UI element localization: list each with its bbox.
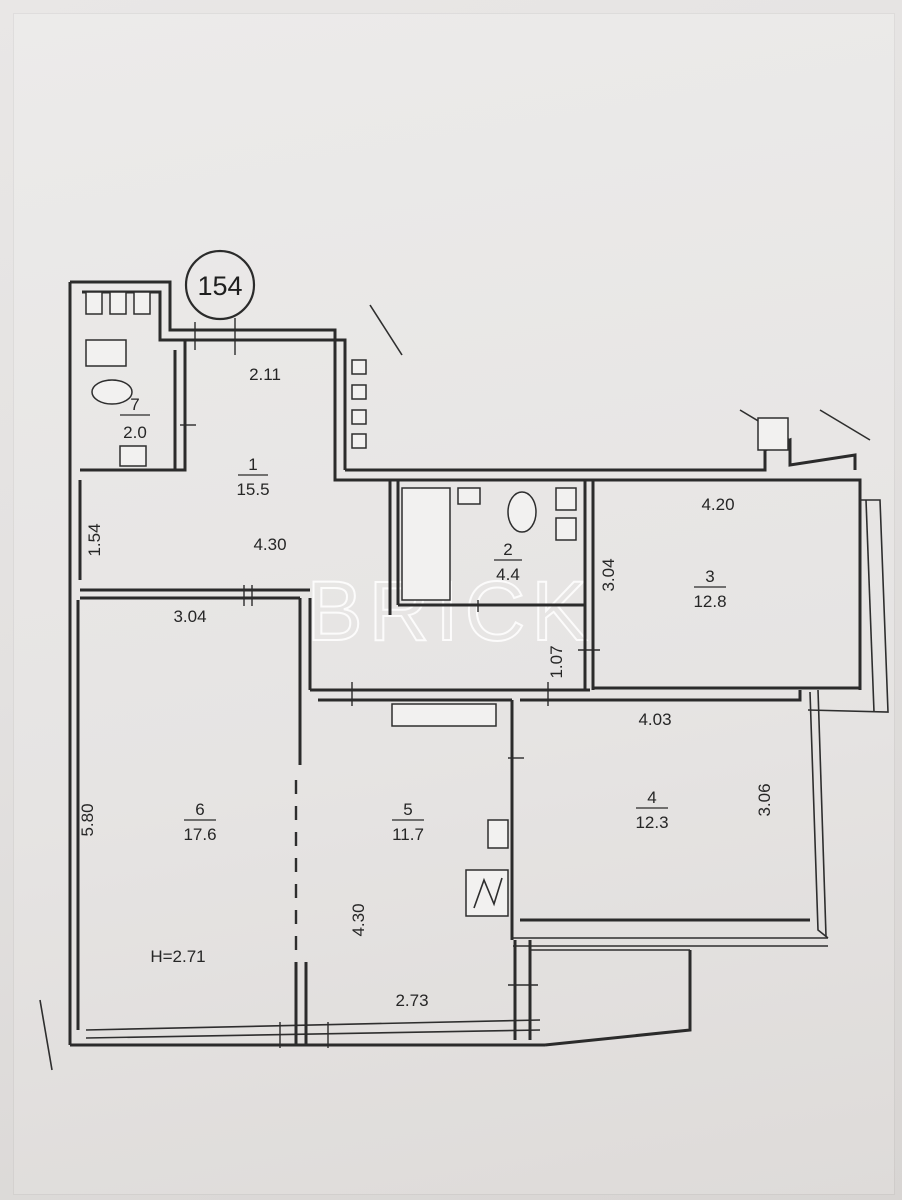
interior-walls — [76, 340, 860, 1045]
shaft-a — [351, 359, 367, 375]
vent-shaft-2 — [109, 291, 127, 315]
room-6-area: 17.6 — [183, 825, 216, 844]
room-7-area: 2.0 — [123, 423, 147, 442]
room-7-number: 7 — [130, 395, 139, 414]
vent-shaft-1 — [85, 291, 103, 315]
bath-tap — [457, 487, 481, 505]
balcony-walls — [513, 499, 889, 947]
room-labels: 1 15.5 2 4.4 3 12.8 4 12.3 5 11.7 6 17.6… — [120, 395, 727, 844]
room-3-number: 3 — [705, 567, 714, 586]
shaft-d — [351, 433, 367, 449]
kitchen-counter — [391, 703, 497, 727]
stove-icon — [465, 869, 509, 917]
dim-3-04-left: 3.04 — [173, 607, 206, 626]
shaft-c — [351, 409, 367, 425]
room-5-number: 5 — [403, 800, 412, 819]
wc-drain — [119, 445, 147, 467]
dimension-ticks — [180, 318, 600, 1048]
room-2-area: 4.4 — [496, 565, 520, 584]
dimension-labels: 2.11 4.30 1.54 3.04 4.20 3.04 1.07 4.03 … — [78, 365, 774, 1010]
dim-4-30-bottom: 4.30 — [349, 903, 368, 936]
shaft-b — [351, 384, 367, 400]
room-6-number: 6 — [195, 800, 204, 819]
room-4-area: 12.3 — [635, 813, 668, 832]
room-1-number: 1 — [248, 455, 257, 474]
bath-shaft-2 — [555, 517, 577, 541]
kitchen-sink — [487, 819, 509, 849]
room-4-number: 4 — [647, 788, 656, 807]
dim-4-03: 4.03 — [638, 710, 671, 729]
balcony-corner — [757, 417, 789, 451]
plan-number-circle — [184, 249, 256, 321]
dim-2-73: 2.73 — [395, 991, 428, 1010]
dim-4-20: 4.20 — [701, 495, 734, 514]
sink — [85, 339, 127, 367]
dim-2-11: 2.11 — [249, 365, 281, 384]
dim-5-80: 5.80 — [78, 803, 97, 836]
vent-shaft-3 — [133, 291, 151, 315]
room-1-area: 15.5 — [236, 480, 269, 499]
dim-1-07: 1.07 — [547, 645, 566, 678]
dim-4-30-top: 4.30 — [253, 535, 286, 554]
dim-3-04-right: 3.04 — [599, 558, 618, 591]
ceiling-height: H=2.71 — [150, 947, 205, 966]
room-2-number: 2 — [503, 540, 512, 559]
bathroom-toilet-icon — [507, 491, 537, 533]
room-3-area: 12.8 — [693, 592, 726, 611]
dim-1-54: 1.54 — [85, 523, 104, 556]
dim-3-06: 3.06 — [755, 783, 774, 816]
bath-shaft-1 — [555, 487, 577, 511]
toilet-icon — [91, 379, 133, 405]
bathtub — [401, 487, 451, 601]
fixtures — [85, 291, 789, 917]
room-5-area: 11.7 — [392, 825, 424, 844]
plan-number: 154 — [197, 271, 242, 301]
